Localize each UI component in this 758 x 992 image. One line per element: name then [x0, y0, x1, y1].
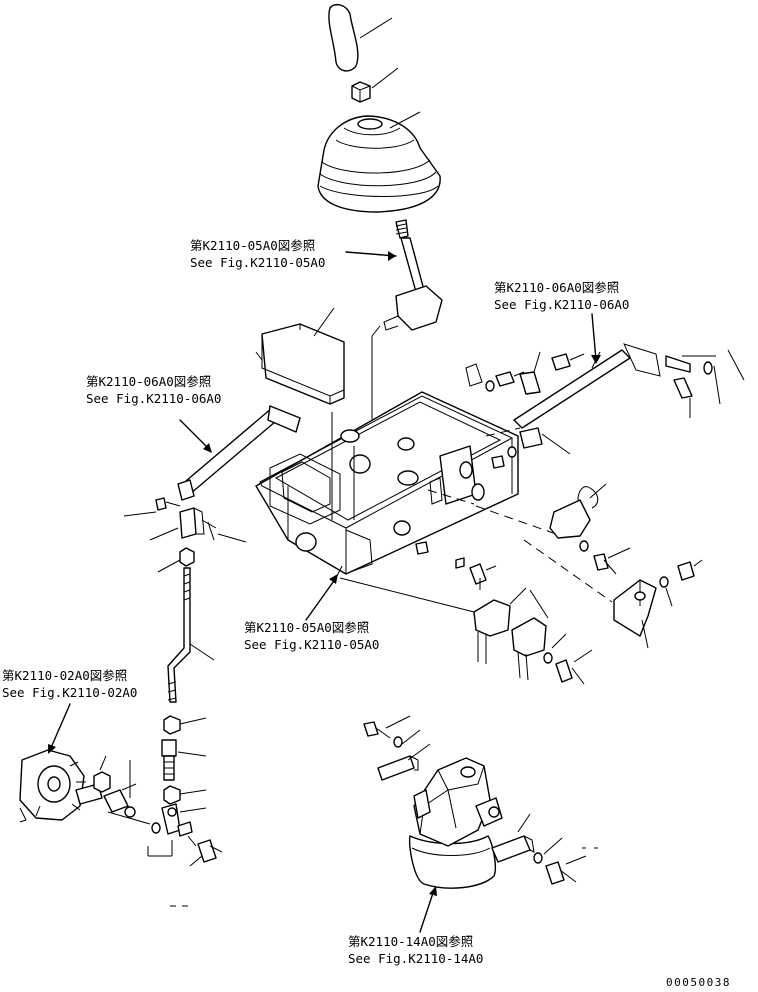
figure-code: 00050038 [666, 976, 731, 989]
svg-text:第K2110-05A0図参照: 第K2110-05A0図参照 [244, 620, 369, 635]
lever-boot [317, 111, 441, 213]
bolt-left [123, 497, 181, 517]
reference-label-k2110-02a0: 第K2110-02A0図参照 See Fig.K2110-02A0 [2, 668, 137, 700]
nut [351, 67, 399, 103]
reference-leaders [48, 251, 601, 933]
svg-text:See Fig.K2110-05A0: See Fig.K2110-05A0 [244, 637, 379, 652]
bracket-right [523, 539, 703, 649]
rod-end-parts [147, 715, 223, 867]
connector-right [475, 483, 631, 575]
potentiometer-unit [19, 749, 151, 825]
reference-label-k2110-05a0-top: 第K2110-05A0図参照 See Fig.K2110-05A0 [190, 238, 325, 270]
lever-grip [328, 3, 393, 72]
valve-assembly [339, 557, 593, 685]
switch-assembly [427, 445, 485, 505]
svg-text:第K2110-02A0図参照: 第K2110-02A0図参照 [2, 668, 127, 683]
svg-text:第K2110-14A0図参照: 第K2110-14A0図参照 [348, 934, 473, 949]
reference-label-k2110-05a0-mid: 第K2110-05A0図参照 See Fig.K2110-05A0 [244, 620, 379, 652]
svg-text:See Fig.K2110-06A0: See Fig.K2110-06A0 [494, 297, 629, 312]
nut-left [157, 547, 195, 573]
svg-text:See Fig.K2110-02A0: See Fig.K2110-02A0 [2, 685, 137, 700]
reference-label-k2110-06a0-right: 第K2110-06A0図参照 See Fig.K2110-06A0 [494, 280, 629, 312]
shaft-assembly-right [465, 343, 745, 469]
svg-text:See Fig.K2110-05A0: See Fig.K2110-05A0 [190, 255, 325, 270]
link-rod-upper-left [177, 405, 301, 501]
svg-text:第K2110-06A0図参照: 第K2110-06A0図参照 [86, 374, 211, 389]
svg-text:See Fig.K2110-06A0: See Fig.K2110-06A0 [86, 391, 221, 406]
reference-label-k2110-06a0-left: 第K2110-06A0図参照 See Fig.K2110-06A0 [86, 374, 221, 406]
lever-base-unit [363, 715, 587, 889]
reference-label-k2110-14a0: 第K2110-14A0図参照 See Fig.K2110-14A0 [348, 934, 483, 966]
lever-shaft [371, 219, 443, 480]
svg-text:第K2110-06A0図参照: 第K2110-06A0図参照 [494, 280, 619, 295]
svg-text:第K2110-05A0図参照: 第K2110-05A0図参照 [190, 238, 315, 253]
cover-plate [255, 307, 345, 405]
control-rod [167, 567, 215, 703]
dash-marks [170, 847, 598, 907]
joint-block-left [149, 507, 247, 543]
lever-frame-box [255, 391, 519, 579]
svg-text:See Fig.K2110-14A0: See Fig.K2110-14A0 [348, 951, 483, 966]
